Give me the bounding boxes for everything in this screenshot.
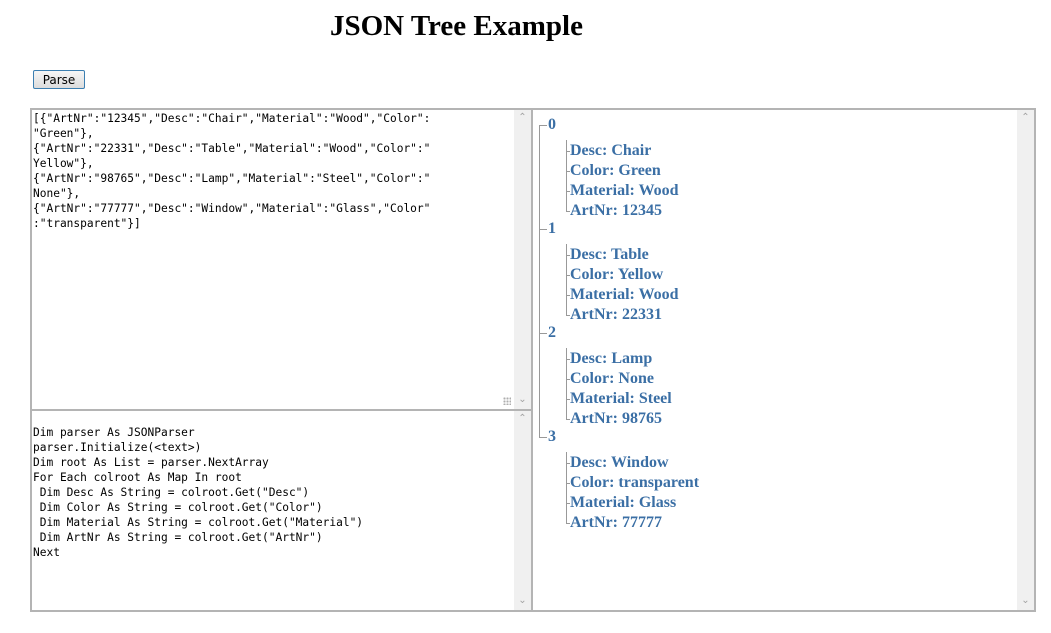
parse-button[interactable]: Parse — [33, 70, 85, 89]
tree-node-3[interactable]: 3 — [548, 428, 556, 445]
tree-leaf[interactable]: ArtNr: 98765 — [570, 410, 662, 427]
tree-connector — [539, 437, 547, 438]
code-text-line: Dim Material As String = colroot.Get("Ma… — [33, 516, 364, 529]
code-text-line: parser.Initialize(<text>) — [33, 441, 202, 454]
code-text-line: Dim root As List = parser.NextArray — [33, 456, 269, 469]
json-text-line: Yellow"}, — [33, 157, 94, 170]
tree-leaf[interactable]: Material: Steel — [570, 390, 672, 407]
tree-connector — [566, 348, 567, 419]
tree-leaf[interactable]: Color: transparent — [570, 474, 700, 491]
chevron-down-icon[interactable]: ⌄ — [518, 394, 527, 405]
tree-node-1[interactable]: 1 — [548, 220, 556, 237]
tree-connector — [566, 151, 570, 152]
tree-connector — [566, 399, 570, 400]
json-input-scrollbar[interactable]: ⌃ ⌄ — [514, 110, 531, 409]
resize-grip-icon[interactable] — [503, 397, 511, 405]
json-text-line: {"ArtNr":"77777","Desc":"Window","Materi… — [33, 202, 431, 215]
tree-connector — [539, 125, 540, 437]
code-scrollbar[interactable]: ⌃ ⌄ — [514, 411, 531, 610]
tree-connector — [566, 463, 570, 464]
json-text-line: "Green"}, — [33, 127, 94, 140]
tree-connector — [566, 255, 570, 256]
tree-leaf[interactable]: ArtNr: 12345 — [570, 202, 662, 219]
json-text-line: None"}, — [33, 187, 81, 200]
code-text-line: Dim Desc As String = colroot.Get("Desc") — [33, 486, 310, 499]
tree-node-2[interactable]: 2 — [548, 324, 556, 341]
tree-leaf[interactable]: Color: Yellow — [570, 266, 664, 283]
page-title: JSON Tree Example — [330, 10, 583, 42]
tree-scrollbar[interactable]: ⌃ ⌄ — [1017, 110, 1034, 610]
tree-leaf[interactable]: Desc: Chair — [570, 142, 652, 159]
tree-leaf[interactable]: Desc: Lamp — [570, 350, 653, 367]
chevron-up-icon[interactable]: ⌃ — [518, 413, 527, 424]
tree-connector — [566, 452, 567, 523]
code-text-line: Dim ArtNr As String = colroot.Get("ArtNr… — [33, 531, 323, 544]
tree-connector — [539, 333, 547, 334]
code-text[interactable]: Dim parser As JSONParser parser.Initializ… — [33, 425, 513, 560]
tree-connector — [566, 140, 567, 211]
tree-leaf[interactable]: ArtNr: 77777 — [570, 514, 662, 531]
tree-node-0[interactable]: 0 — [548, 116, 556, 133]
tree-connector — [566, 503, 570, 504]
tree-connector — [566, 483, 570, 484]
code-text-line: Next — [33, 546, 60, 559]
json-text-line: {"ArtNr":"98765","Desc":"Lamp","Material… — [33, 172, 431, 185]
tree-leaf[interactable]: Color: Green — [570, 162, 661, 179]
tree-connector — [566, 523, 570, 524]
tree-connector — [566, 171, 570, 172]
tree-connector — [566, 359, 570, 360]
json-text-line: [{"ArtNr":"12345","Desc":"Chair","Materi… — [33, 112, 431, 125]
tree-leaf[interactable]: Desc: Table — [570, 246, 649, 263]
tree-leaf[interactable]: ArtNr: 22331 — [570, 306, 662, 323]
tree-leaf[interactable]: Color: None — [570, 370, 654, 387]
tree-connector — [566, 191, 570, 192]
json-input-text[interactable]: [{"ArtNr":"12345","Desc":"Chair","Materi… — [33, 111, 513, 231]
tree-connector — [566, 315, 570, 316]
tree-connector — [566, 419, 570, 420]
json-text-line: :"transparent"}] — [33, 217, 141, 230]
code-text-line: Dim parser As JSONParser — [33, 426, 195, 439]
tree-leaf[interactable]: Material: Wood — [570, 286, 679, 303]
tree-leaf[interactable]: Material: Wood — [570, 182, 679, 199]
code-text-line: For Each colroot As Map In root — [33, 471, 242, 484]
tree-connector — [566, 275, 570, 276]
json-text-line: {"ArtNr":"22331","Desc":"Table","Materia… — [33, 142, 431, 155]
tree-leaf[interactable]: Material: Glass — [570, 494, 677, 511]
code-textarea[interactable]: Dim parser As JSONParser parser.Initializ… — [30, 409, 533, 612]
chevron-down-icon[interactable]: ⌄ — [518, 595, 527, 606]
tree-connector — [566, 379, 570, 380]
tree-connector — [566, 211, 570, 212]
tree-connector — [566, 244, 567, 315]
chevron-up-icon[interactable]: ⌃ — [1021, 112, 1030, 123]
code-text-line: Dim Color As String = colroot.Get("Color… — [33, 501, 323, 514]
chevron-down-icon[interactable]: ⌄ — [1021, 595, 1030, 606]
tree-connector — [539, 125, 547, 126]
tree-connector — [539, 229, 547, 230]
tree-leaf[interactable]: Desc: Window — [570, 454, 669, 471]
tree-connector — [566, 295, 570, 296]
json-input-textarea[interactable]: [{"ArtNr":"12345","Desc":"Chair","Materi… — [30, 108, 533, 411]
chevron-up-icon[interactable]: ⌃ — [518, 112, 527, 123]
